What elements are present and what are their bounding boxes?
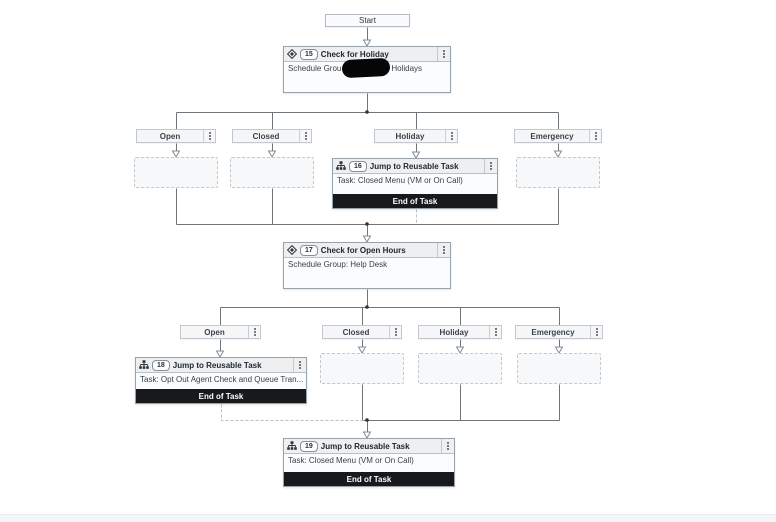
node-body: Schedule Grou Holidays [284,57,450,92]
node-title: Check for Open Hours [320,245,406,255]
node-title: Jump to Reusable Task [172,360,262,370]
kebab-menu-icon[interactable] [445,130,457,142]
branch-label: Closed [342,327,370,337]
node-body: Task: Closed Menu (VM or On Call) [333,174,497,194]
node-body: Schedule Group: Help Desk [284,258,450,288]
node-id-badge: 17 [300,244,318,256]
node-id-badge: 18 [152,359,170,371]
kebab-menu-icon[interactable] [389,326,401,338]
node-body: Task: Opt Out Agent Check and Queue Tran… [136,373,306,389]
drop-placeholder-emergency-2[interactable] [517,353,601,384]
drop-placeholder-closed-1[interactable] [230,157,314,188]
canvas-bottom-gutter [0,514,776,522]
end-of-task-bar: End of Task [136,389,306,403]
node-jump-reusable-task-16[interactable]: 16 Jump to Reusable Task Task: Closed Me… [332,158,498,209]
kebab-menu-icon[interactable] [437,47,450,61]
kebab-menu-icon[interactable] [589,130,601,142]
branch-holiday-2[interactable]: Holiday [418,325,502,339]
branch-label: Holiday [395,131,425,141]
node-title: Check for Holiday [320,49,389,59]
sitemap-icon [287,441,297,451]
branch-label: Emergency [530,131,574,141]
node-title: Jump to Reusable Task [320,441,410,451]
end-of-task-bar: End of Task [284,472,454,486]
kebab-menu-icon[interactable] [293,358,306,372]
branch-label: Emergency [531,327,575,337]
node-body: Task: Closed Menu (VM or On Call) [284,454,454,472]
node-header[interactable]: 18 Jump to Reusable Task [136,358,306,373]
node-check-for-holiday[interactable]: 15 Check for Holiday Schedule Grou Holida… [283,46,451,93]
node-check-for-open-hours[interactable]: 17 Check for Open Hours Schedule Group: … [283,242,451,289]
node-jump-reusable-task-18[interactable]: 18 Jump to Reusable Task Task: Opt Out A… [135,357,307,404]
node-body-text: Schedule Grou [288,64,342,73]
branch-holiday-1[interactable]: Holiday [374,129,458,143]
kebab-menu-icon[interactable] [441,439,454,453]
end-of-task-bar: End of Task [333,194,497,208]
branch-label: Open [204,327,225,337]
branch-label: Open [159,131,181,141]
node-header[interactable]: 19 Jump to Reusable Task [284,439,454,454]
drop-placeholder-emergency-1[interactable] [516,157,600,188]
node-header[interactable]: 16 Jump to Reusable Task [333,159,497,174]
kebab-menu-icon[interactable] [484,159,497,173]
branch-closed-1[interactable]: Closed [232,129,312,143]
node-body-text: Task: Opt Out Agent Check and Queue Tran… [140,375,304,384]
branch-open-1[interactable]: Open [136,129,216,143]
node-id-badge: 16 [349,160,367,172]
branch-label: Closed [252,131,280,141]
node-header[interactable]: 17 Check for Open Hours [284,243,450,258]
decision-diamond-icon [287,245,297,255]
node-jump-reusable-task-19[interactable]: 19 Jump to Reusable Task Task: Closed Me… [283,438,455,487]
branch-open-2[interactable]: Open [180,325,261,339]
drop-placeholder-holiday-2[interactable] [418,353,502,384]
sitemap-icon [139,360,149,370]
node-body-text: Holidays [391,64,423,73]
kebab-menu-icon[interactable] [248,326,260,338]
sitemap-icon [336,161,346,171]
kebab-menu-icon[interactable] [299,130,311,142]
decision-diamond-icon [287,49,297,59]
branch-emergency-2[interactable]: Emergency [515,325,603,339]
start-node[interactable]: Start [325,14,410,27]
drop-placeholder-closed-2[interactable] [320,353,404,384]
kebab-menu-icon[interactable] [489,326,501,338]
branch-emergency-1[interactable]: Emergency [514,129,602,143]
kebab-menu-icon[interactable] [437,243,450,257]
node-body-text: Task: Closed Menu (VM or On Call) [288,456,414,465]
branch-label: Holiday [439,327,469,337]
start-label: Start [359,16,376,25]
node-body-text: Task: Closed Menu (VM or On Call) [337,176,463,185]
node-title: Jump to Reusable Task [369,161,459,171]
kebab-menu-icon[interactable] [203,130,215,142]
branch-closed-2[interactable]: Closed [322,325,402,339]
node-body-text: Schedule Group: Help Desk [288,260,388,269]
kebab-menu-icon[interactable] [590,326,602,338]
node-id-badge: 19 [300,440,318,452]
redaction-blob [341,57,391,79]
drop-placeholder-open-1[interactable] [134,157,218,188]
node-id-badge: 15 [300,48,318,60]
